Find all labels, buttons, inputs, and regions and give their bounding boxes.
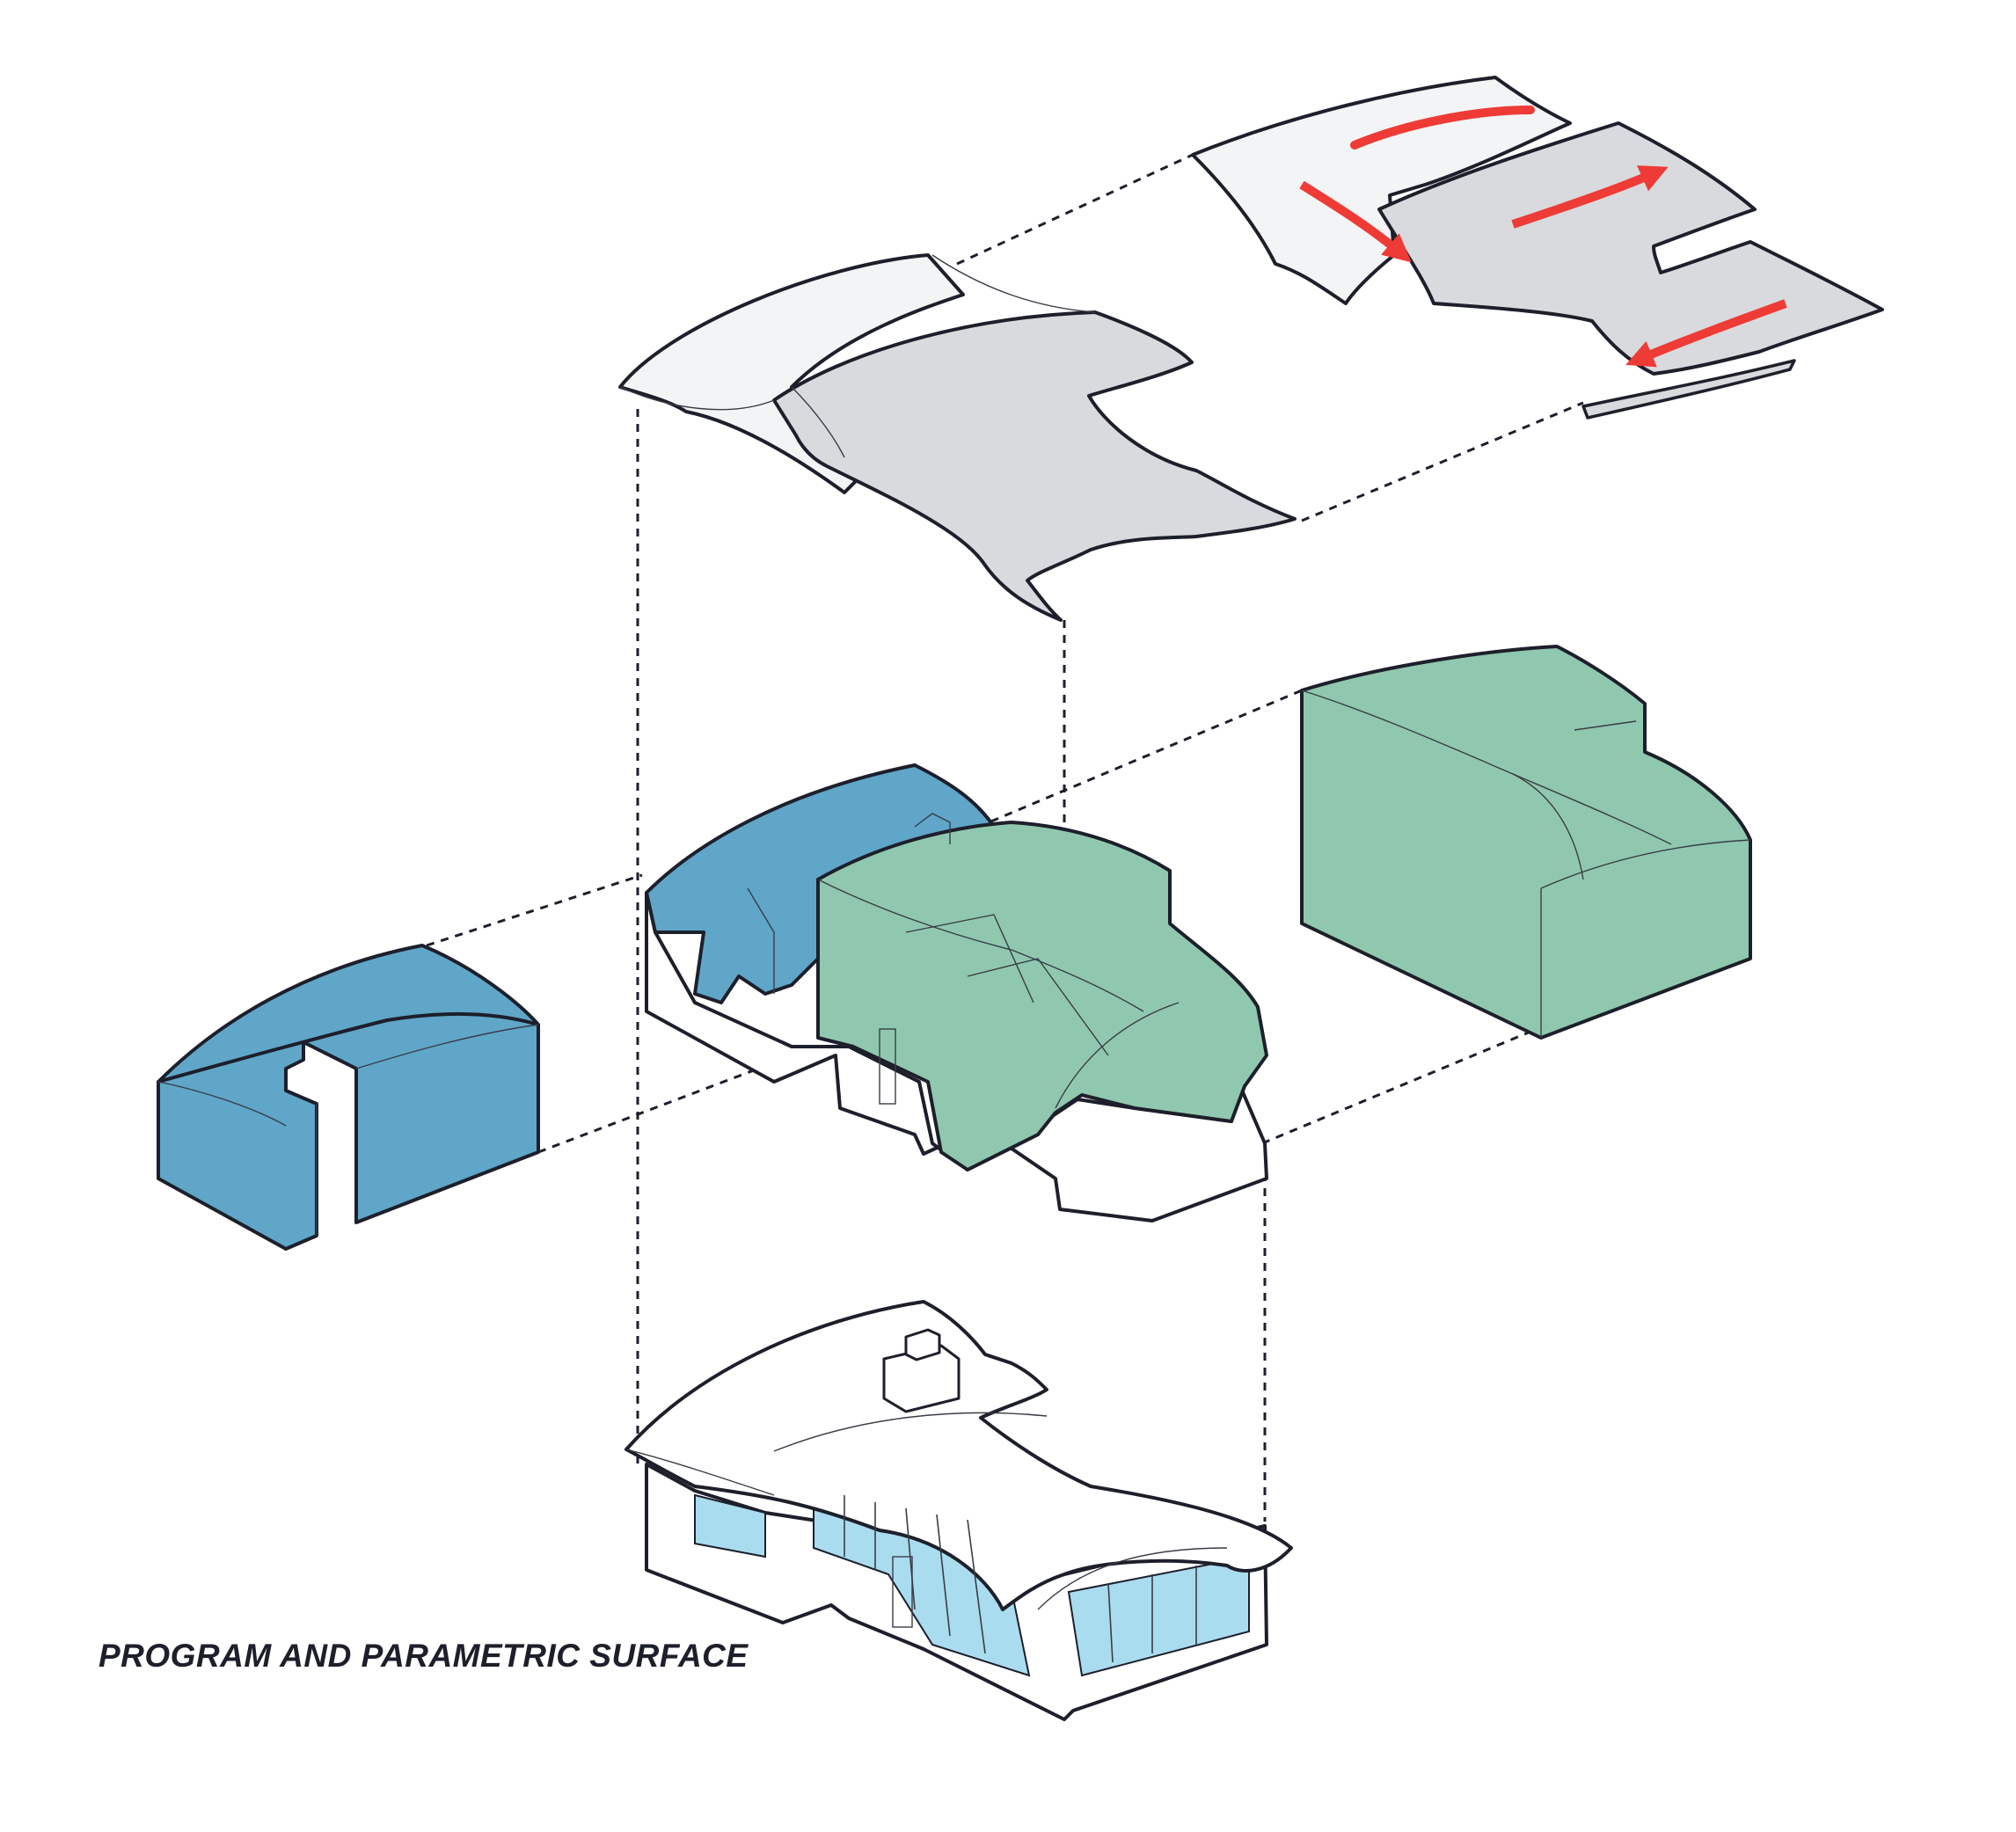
house-glazing-right xyxy=(1067,1555,1250,1677)
program-volume-combined xyxy=(645,763,1268,1223)
program-volume-blue xyxy=(157,944,540,1251)
red-arrow-icon xyxy=(1511,165,1669,229)
program-volume-green xyxy=(1300,645,1752,1040)
roof-plan-light xyxy=(1191,76,1572,305)
roof-shell-gray xyxy=(772,310,1297,622)
red-arrow-icon xyxy=(1299,180,1412,263)
diagram-caption: PROGRAM AND PARAMETRIC SURFACE xyxy=(99,1638,749,1674)
window-mullions xyxy=(844,1495,1197,1663)
chimney-cap xyxy=(904,1328,941,1361)
roof-plan-strip xyxy=(1581,359,1796,420)
house-roof-main xyxy=(625,1300,1293,1611)
red-arrow-icon xyxy=(1350,106,1535,150)
house-final xyxy=(625,1300,1293,1721)
red-arrow-icon xyxy=(1625,299,1787,368)
green-volume-body xyxy=(1300,645,1752,1040)
combined-green-volume xyxy=(816,821,1268,1171)
combined-blue-roof xyxy=(645,763,996,1004)
roof-surface-center xyxy=(618,253,1297,622)
chimney xyxy=(882,1344,961,1413)
roof-plan-flow xyxy=(1191,76,1884,420)
house-glazing xyxy=(694,1493,766,1558)
roof-shell-light xyxy=(618,253,965,494)
